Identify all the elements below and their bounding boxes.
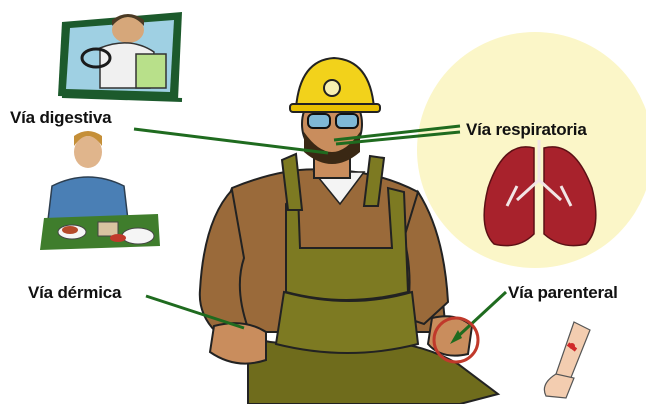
line-digestiva: [134, 129, 328, 153]
eating-person-icon: [40, 131, 160, 250]
label-via-digestiva: Vía digestiva: [10, 108, 111, 128]
driver-icon: [58, 12, 182, 100]
label-via-dermica: Vía dérmica: [28, 283, 121, 303]
injured-arm-icon: [544, 322, 590, 398]
line-parenteral: [454, 292, 506, 340]
label-via-respiratoria: Vía respiratoria: [466, 120, 587, 140]
label-via-parenteral: Vía parenteral: [508, 283, 618, 303]
